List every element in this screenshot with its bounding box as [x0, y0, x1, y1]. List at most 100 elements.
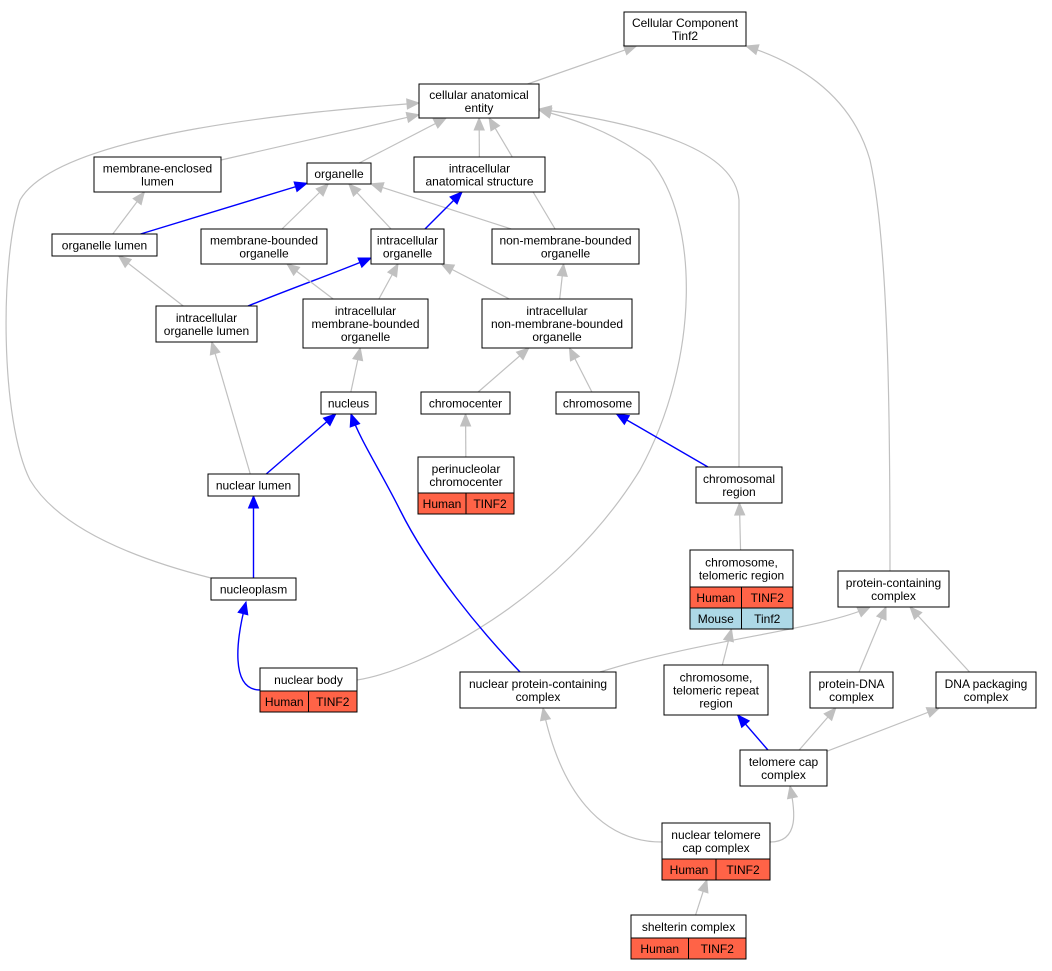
- edge-line: [5, 102, 420, 579]
- edge-nmbo-to-organelle: [369, 182, 512, 230]
- edge-arrowhead: [856, 606, 872, 618]
- node-label-line: chromosome,: [680, 671, 753, 685]
- edge-mel-to-cae: [220, 111, 421, 161]
- edge-line: [237, 601, 261, 691]
- node-organelle[interactable]: organelle: [306, 162, 372, 185]
- edge-arrowhead: [736, 714, 751, 729]
- node-label-line: perinucleolar: [432, 462, 501, 476]
- edge-line: [118, 255, 184, 307]
- edge-tcc-to-pdna: [798, 707, 837, 751]
- edge-arrowhead: [925, 707, 941, 718]
- edge-line: [826, 707, 940, 752]
- node-label-line: organelle lumen: [62, 239, 147, 253]
- edge-arrowhead: [909, 606, 923, 621]
- edge-arrowhead: [744, 44, 760, 56]
- edge-arrowhead: [315, 183, 330, 197]
- node-label-line: nuclear body: [274, 673, 343, 687]
- edge-arrowhead: [432, 117, 448, 129]
- edge-cae-to-cc: [527, 44, 638, 85]
- edge-arrowhead: [349, 412, 361, 428]
- edge-ctr-to-cr: [733, 501, 746, 551]
- node-ol[interactable]: organelle lumen: [51, 233, 158, 257]
- node-box: [200, 228, 328, 265]
- edge-pnc-to-chromocenter: [459, 412, 472, 458]
- node-chromosome[interactable]: chromosome: [555, 391, 640, 415]
- edge-line: [247, 257, 372, 307]
- node-label-line: complex: [871, 589, 916, 603]
- edge-line: [542, 707, 663, 843]
- node-label-line: chromosome,: [705, 556, 778, 570]
- node-box: [93, 156, 222, 193]
- node-label-line: organelle: [239, 247, 289, 261]
- edge-pcc-to-cc: [744, 44, 891, 572]
- node-box: [302, 298, 429, 349]
- node-nucleus[interactable]: nucleus: [320, 391, 377, 415]
- edge-arrowhead: [515, 347, 530, 361]
- node-box: [370, 228, 445, 265]
- node-nl[interactable]: nuclear lumen: [207, 473, 300, 497]
- edge-shelterin-to-ntcc: [695, 878, 709, 916]
- edge-line: [745, 45, 891, 572]
- annotation-label: TINF2: [316, 695, 350, 709]
- edge-imbo-to-mbo: [286, 263, 334, 300]
- edge-arrowhead: [237, 600, 249, 616]
- node-nucleoplasm[interactable]: nucleoplasm: [210, 577, 297, 601]
- edge-chromocenter-to-inmbo: [477, 347, 530, 393]
- node-inmbo[interactable]: intracellularnon-membrane-boundedorganel…: [481, 298, 633, 349]
- edge-arrowhead: [449, 191, 463, 205]
- node-box: [459, 671, 617, 709]
- edge-arrowhead: [322, 413, 337, 427]
- node-label-line: organelle: [341, 330, 391, 344]
- node-label-line: telomere cap: [749, 755, 819, 769]
- node-label-line: cellular anatomical: [429, 88, 528, 102]
- node-box: [320, 391, 377, 415]
- edge-arrowhead: [875, 605, 887, 621]
- node-chromocenter[interactable]: chromocenter: [420, 391, 511, 415]
- node-box: [207, 473, 300, 497]
- edge-arrowhead: [347, 183, 362, 198]
- edge-arrowhead: [117, 255, 133, 269]
- edge-arrowhead: [539, 706, 552, 722]
- node-label-line: intracellular: [377, 234, 438, 248]
- annotation-label: TINF2: [473, 497, 507, 511]
- node-box: [481, 298, 633, 349]
- edge-mbo-to-organelle: [281, 183, 330, 230]
- edge-arrowhead: [406, 98, 421, 110]
- node-label-line: chromocenter: [429, 475, 502, 489]
- edge-arrowhead: [459, 412, 472, 427]
- node-label-line: protein-DNA: [818, 677, 884, 691]
- edge-line: [140, 182, 308, 235]
- node-box: [420, 391, 511, 415]
- annotation-label: TINF2: [726, 863, 760, 877]
- edge-arrowhead: [615, 413, 631, 426]
- node-label-line: region: [699, 697, 732, 711]
- edge-pdna-to-pcc: [858, 605, 887, 673]
- edge-arrowhead: [823, 707, 837, 722]
- edge-nl-to-nucleus: [265, 413, 337, 475]
- edge-nl-to-iol: [209, 340, 251, 475]
- node-label-line: organelle: [383, 247, 433, 261]
- node-label-line: organelle: [541, 247, 591, 261]
